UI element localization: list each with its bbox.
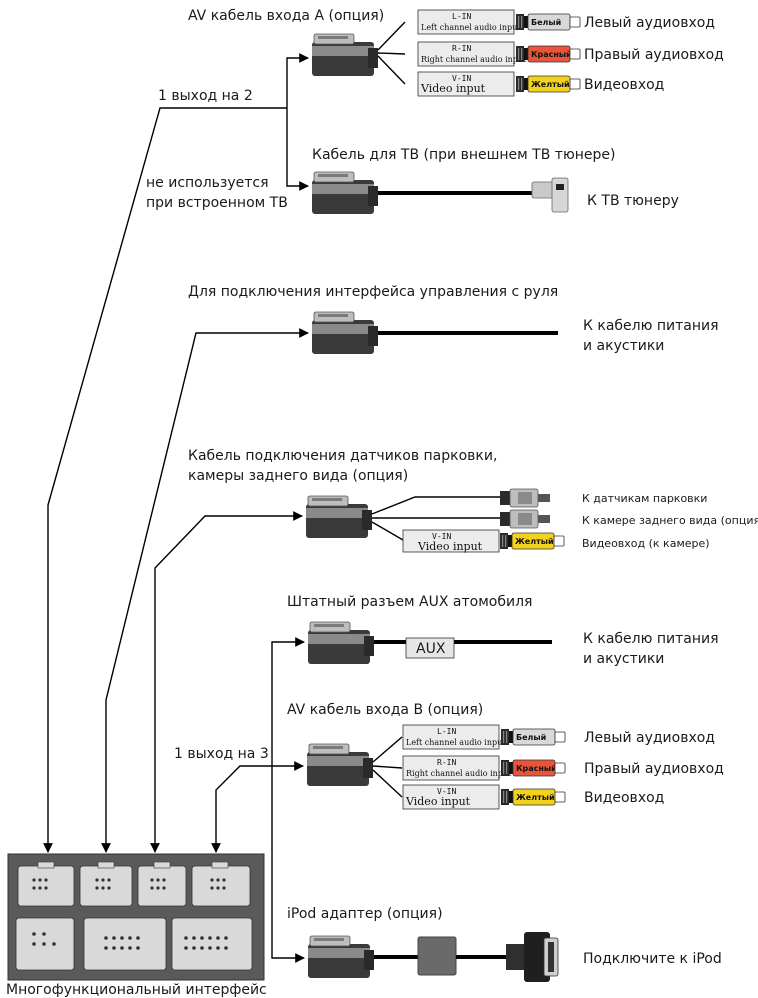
one-to-two-label: 1 выход на 2 (158, 88, 253, 104)
ipod-plug (506, 932, 559, 982)
rca-plug: Белый (501, 728, 566, 746)
input-tag-desc: Video input (420, 82, 486, 95)
input-tag (402, 784, 500, 810)
not-used-label-2: при встроенном ТВ (146, 195, 288, 211)
to-power-2a: К кабелю питания (583, 631, 719, 647)
rear-camera-plug (500, 509, 550, 529)
to-parking-sensors: К датчикам парковки (582, 492, 707, 505)
socket-bottom-2 (83, 917, 167, 971)
svg-text:Желтый: Желтый (515, 537, 554, 546)
av-a-title: AV кабель входа А (опция) (188, 8, 384, 24)
output-label: Правый аудиовход (584, 761, 724, 777)
parking-title-1: Кабель подключения датчиков парковки, (188, 448, 497, 464)
ipod-adapter-box (417, 936, 457, 976)
socket-top-1 (17, 861, 75, 907)
output-label: Левый аудиовход (584, 730, 715, 746)
output-label: Левый аудиовход (584, 15, 715, 31)
av-b-row: R-IN Right channel audio input Красный Прав… (402, 755, 724, 781)
rca-plug: Красный (501, 759, 566, 777)
input-tag (417, 71, 515, 97)
socket-bottom-1 (15, 917, 75, 971)
rca-plug-label: Белый (531, 18, 561, 27)
av-a-row: R-IN Right channel audio input Красный Прав… (417, 41, 724, 67)
output-label: Видеовход (584, 790, 664, 806)
input-tag (417, 41, 515, 67)
video-in-camera: Видеовход (к камере) (582, 537, 710, 550)
output-label: Видеовход (584, 77, 664, 93)
input-tag-desc: Video input (405, 795, 471, 808)
av-b-rows: L-IN Left channel audio input Белый Левый а… (402, 724, 724, 810)
rca-plug-label: Красный (531, 50, 572, 59)
parking-connector (305, 495, 373, 539)
svg-text:V-IN: V-IN (432, 532, 451, 541)
socket-top-4 (191, 861, 251, 907)
steering-connector (311, 311, 379, 355)
rca-plug: Желтый (516, 75, 581, 93)
aux-tag: AUX (405, 637, 455, 659)
rca-plug-label: Желтый (531, 80, 570, 89)
tv-plug (531, 177, 569, 213)
rca-plug: Желтый (501, 788, 566, 806)
ipod-title: iPod адаптер (опция) (287, 906, 443, 922)
multifunction-interface (7, 853, 265, 981)
to-power-1a: К кабелю питания (583, 318, 719, 334)
rca-plug-label: Красный (516, 764, 557, 773)
av-a-row: L-IN Left channel audio input Белый Левый а… (417, 9, 715, 35)
to-rear-camera: К камере заднего вида (опция) (582, 514, 758, 527)
aux-connector (307, 621, 375, 665)
parking-video-rca: Желтый (500, 532, 565, 550)
av-a-rows: L-IN Left channel audio input Белый Левый а… (417, 9, 724, 97)
input-tag-code: L-IN (452, 12, 471, 21)
tv-cable-title: Кабель для ТВ (при внешнем ТВ тюнере) (312, 147, 615, 163)
av-b-row: L-IN Left channel audio input Белый Левый а… (402, 724, 715, 750)
av-a-connector (311, 33, 379, 77)
socket-top-2 (79, 861, 133, 907)
input-tag-desc: Right channel audio input (406, 769, 512, 778)
to-tv-tuner: К ТВ тюнеру (587, 193, 679, 209)
rca-plug-label: Белый (516, 733, 546, 742)
socket-bottom-3 (171, 917, 253, 971)
steering-title: Для подключения интерфейса управления с … (188, 284, 558, 300)
svg-text:Video input: Video input (417, 540, 483, 553)
not-used-label-1: не используется (146, 175, 269, 191)
input-tag-code: V-IN (437, 787, 456, 796)
to-power-2b: и акустики (583, 651, 664, 667)
parking-sensor-plug (500, 488, 550, 508)
parking-title-2: камеры заднего вида (опция) (188, 468, 408, 484)
parking-video-tag: V-IN Video input (402, 529, 500, 553)
input-tag (402, 755, 500, 781)
input-tag-desc: Left channel audio input (406, 738, 506, 747)
input-tag-code: R-IN (437, 758, 456, 767)
socket-top-3 (137, 861, 187, 907)
input-tag (402, 724, 500, 750)
output-label: Правый аудиовход (584, 47, 724, 63)
input-tag-desc: Right channel audio input (421, 55, 527, 64)
input-tag-code: L-IN (437, 727, 456, 736)
svg-text:AUX: AUX (416, 641, 446, 657)
interface-caption: Многофункциональный интерфейс (6, 982, 267, 998)
input-tag-desc: Left channel audio input (421, 23, 521, 32)
one-to-three-label: 1 выход на 3 (174, 746, 269, 762)
input-tag-code: V-IN (452, 74, 471, 83)
to-power-1b: и акустики (583, 338, 664, 354)
rca-plug-label: Желтый (516, 793, 555, 802)
input-tag (417, 9, 515, 35)
tv-connector (311, 171, 379, 215)
rca-plug: Красный (516, 45, 581, 63)
rca-plug: Белый (516, 13, 581, 31)
ipod-connector (307, 935, 375, 979)
connect-ipod: Подключите к iPod (583, 951, 722, 967)
aux-title: Штатный разъем AUX атомобиля (287, 594, 532, 610)
av-b-connector (306, 743, 374, 787)
input-tag-code: R-IN (452, 44, 471, 53)
av-b-title: AV кабель входа В (опция) (287, 702, 483, 718)
